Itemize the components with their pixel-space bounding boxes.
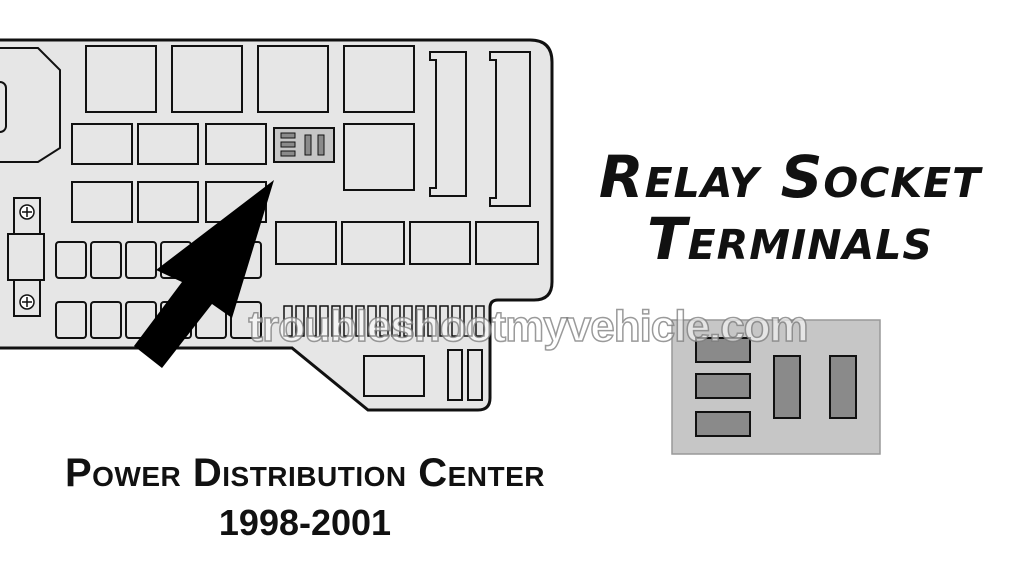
- fuse: [230, 301, 262, 339]
- screw-icon: [19, 204, 35, 220]
- left-connector: [0, 47, 61, 163]
- screw-icon: [19, 294, 35, 310]
- title-line-2: Terminals: [647, 205, 933, 273]
- horizontal-terminal: [695, 373, 751, 399]
- fuse: [55, 241, 87, 279]
- large-relay: [257, 45, 329, 113]
- fuse: [55, 301, 87, 339]
- fuse-link: [447, 349, 463, 401]
- relay: [71, 181, 133, 223]
- maxi-fuse: [275, 221, 337, 265]
- large-relay-row: [85, 45, 415, 113]
- maxi-fuse: [475, 221, 539, 265]
- fuse: [90, 241, 122, 279]
- maxi-fuse: [341, 221, 405, 265]
- diagram-caption: Power Distribution Center: [64, 451, 546, 495]
- relay: [71, 123, 133, 165]
- watermark: troubleshootmyvehicle.com: [248, 301, 810, 352]
- large-relay: [171, 45, 243, 113]
- vertical-terminal: [773, 355, 801, 419]
- relay: [205, 123, 267, 165]
- bus-bars: [429, 51, 531, 207]
- blade-fuse-strip: [283, 305, 485, 337]
- relay: [137, 123, 199, 165]
- diode-block: [363, 355, 425, 397]
- mounting-bracket: [7, 197, 45, 317]
- fuse: [90, 301, 122, 339]
- maxi-fuse: [409, 221, 471, 265]
- large-relay: [85, 45, 157, 113]
- left-connector-latch: [0, 81, 7, 133]
- relay-socket-closeup: [671, 319, 881, 455]
- large-relay: [343, 123, 415, 191]
- bottom-components: [363, 349, 483, 401]
- horizontal-terminal: [695, 411, 751, 437]
- large-relay: [343, 45, 415, 113]
- relay-row-2: [71, 123, 415, 191]
- horizontal-terminal: [695, 337, 751, 363]
- title-line-1: Relay Socket: [598, 143, 982, 211]
- pointer-arrow-icon: [134, 180, 274, 368]
- fuse-link: [467, 349, 483, 401]
- vertical-terminal: [829, 355, 857, 419]
- relay: [137, 181, 199, 223]
- fuse: [125, 241, 157, 279]
- year-range: 1998-2001: [218, 502, 392, 543]
- maxi-fuse-row: [275, 221, 539, 265]
- relay-socket-title: Relay Socket Terminals: [560, 146, 1020, 270]
- highlighted-relay-socket: [273, 127, 335, 163]
